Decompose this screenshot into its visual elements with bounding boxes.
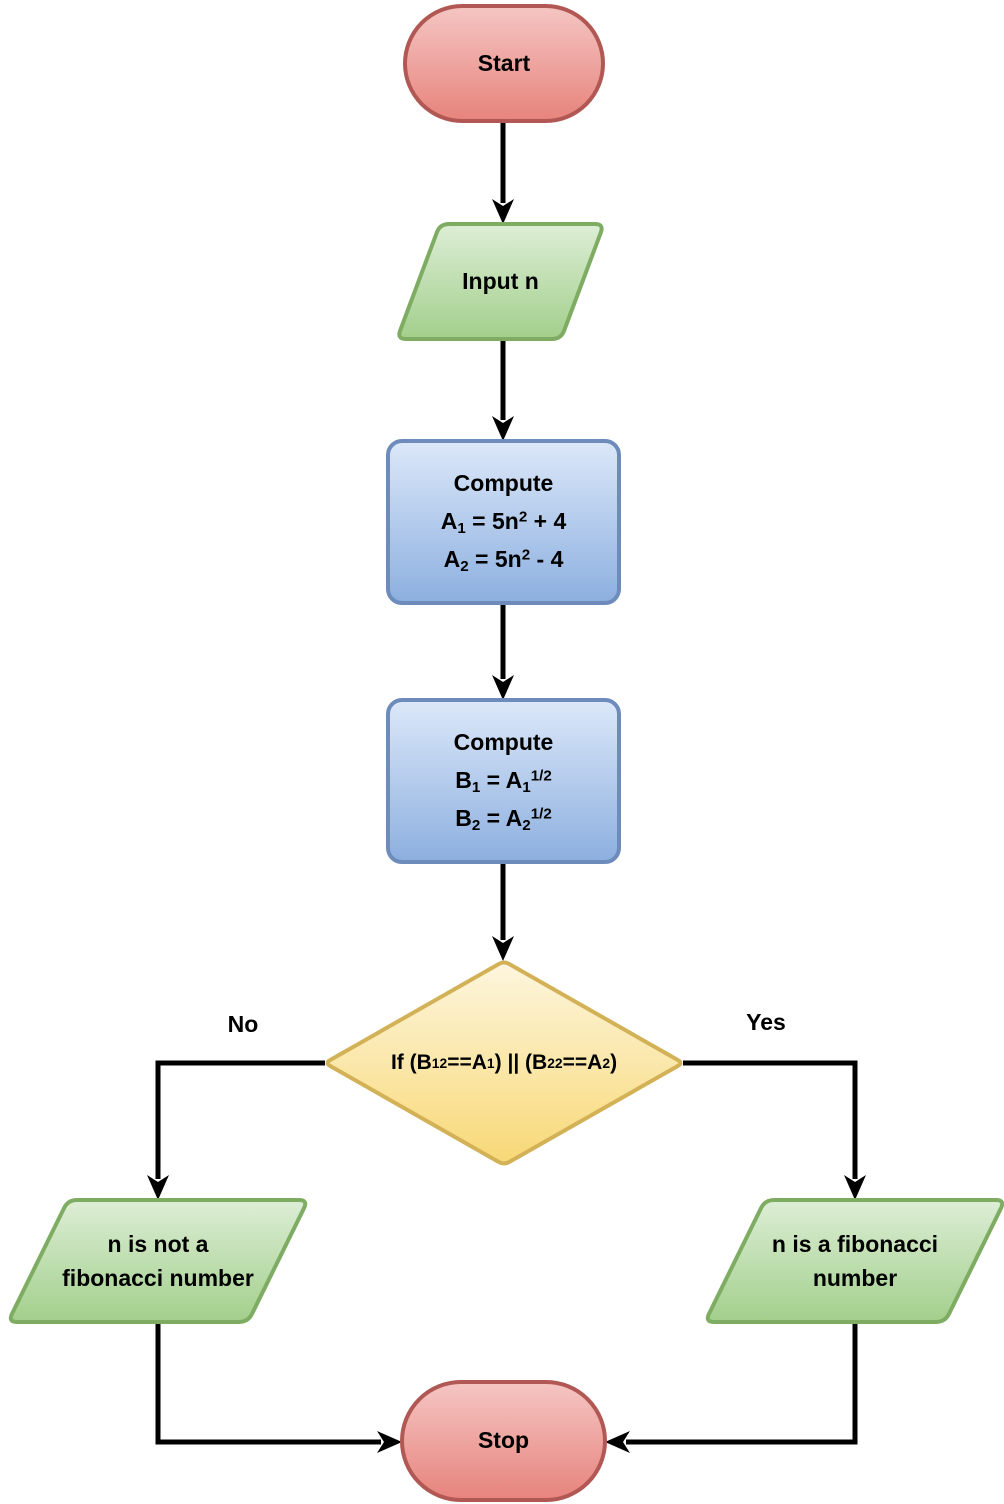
- edge-label-no: No: [227, 1011, 259, 1038]
- edge-decision-yes: [683, 1060, 858, 1179]
- compute-a-line-3: A2 = 5n2 - 4: [443, 545, 564, 575]
- compute-b-line-3: B2 = A21/2: [455, 804, 552, 834]
- result-yes-parallelogram-shape: [705, 1198, 1004, 1324]
- compute-b-process-shape: [386, 698, 621, 864]
- result-no-parallelogram-shape: [8, 1198, 308, 1324]
- stop-terminator-shape: [400, 1380, 607, 1502]
- arrowhead-down-icon: [844, 1175, 866, 1200]
- arrowhead-down-icon: [147, 1175, 169, 1200]
- connectors: [155, 121, 858, 1445]
- compute-a-label: Compute A1 = 5n2 + 4 A2 = 5n2 - 4: [388, 441, 619, 603]
- compute-b-line-2: B1 = A11/2: [455, 767, 552, 796]
- arrowhead-down-icon: [492, 675, 514, 700]
- arrowheads: [147, 199, 866, 1453]
- arrowhead-left-icon: [605, 1431, 630, 1453]
- arrowhead-down-icon: [492, 199, 514, 224]
- compute-a-line-2: A1 = 5n2 + 4: [440, 508, 567, 537]
- compute-b-label: Compute B1 = A11/2 B2 = A21/2: [388, 700, 619, 862]
- decision-diamond-shape: [325, 960, 683, 1166]
- edge-no-to-stop: [155, 1320, 381, 1445]
- arrowhead-down-icon: [492, 936, 514, 961]
- start-label: Start: [477, 49, 531, 76]
- arrowhead-right-icon: [377, 1431, 402, 1453]
- arrowhead-down-icon: [492, 416, 514, 441]
- compute-a-process-shape: [386, 439, 621, 605]
- stop-label: Stop: [477, 1427, 530, 1454]
- start-terminator-shape: [403, 4, 605, 123]
- edge-decision-no: [155, 1060, 325, 1179]
- edge-yes-to-stop: [626, 1318, 858, 1445]
- compute-a-line-1: Compute: [453, 470, 554, 497]
- edge-label-yes: Yes: [746, 1009, 786, 1036]
- input-parallelogram-shape: [397, 222, 604, 341]
- compute-b-line-1: Compute: [453, 729, 554, 756]
- input-label: Input n: [462, 267, 539, 294]
